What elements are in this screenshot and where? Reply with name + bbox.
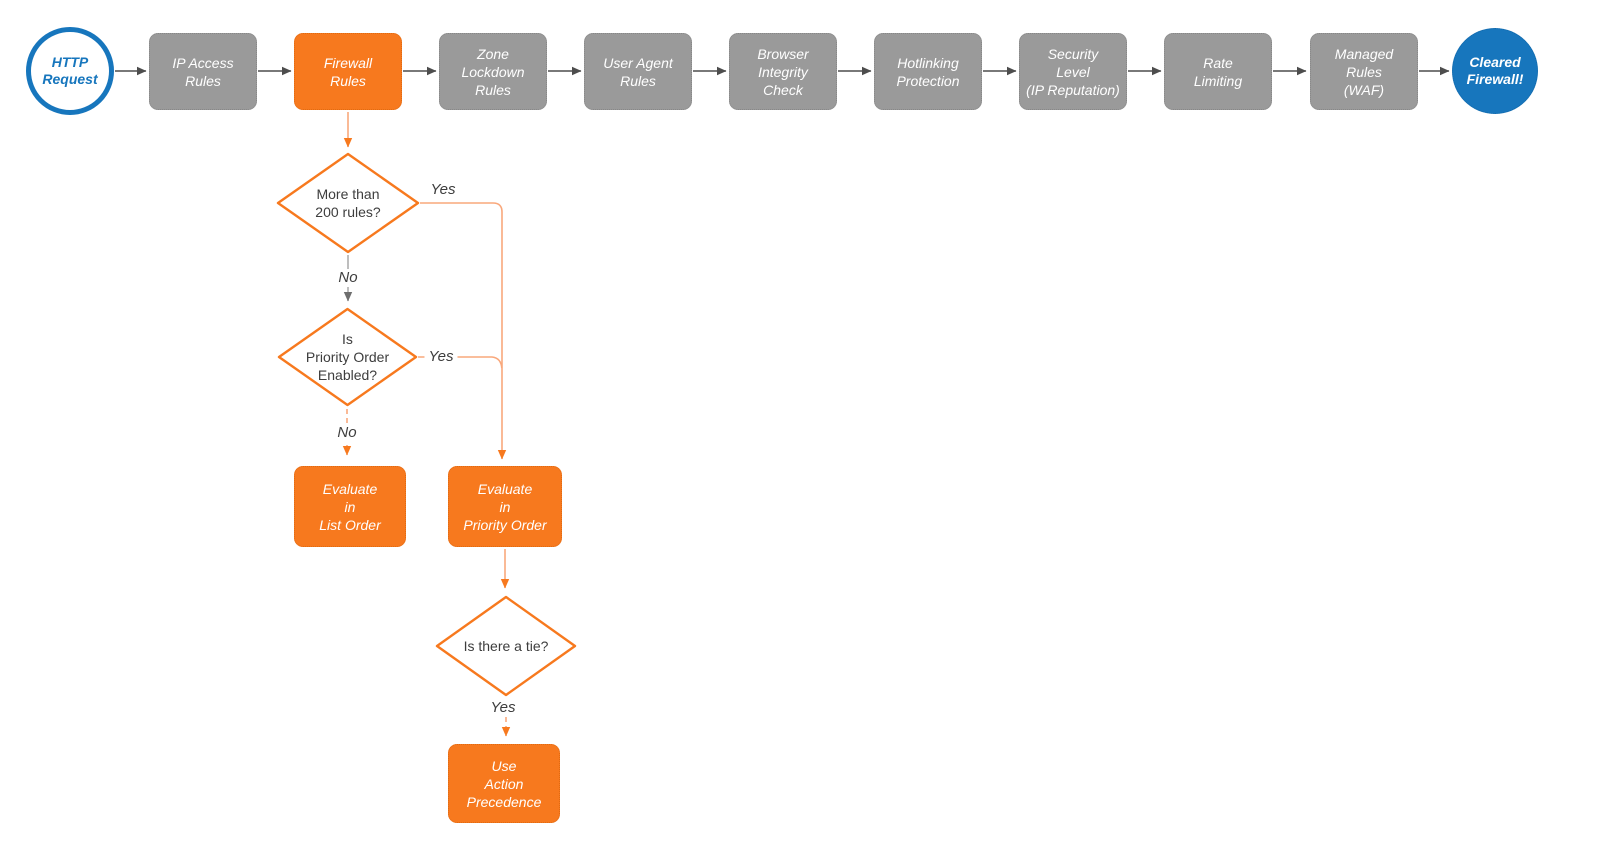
edge-label-tie-yes: Yes — [486, 699, 520, 717]
end-node-cleared-firewall: Cleared Firewall! — [1452, 28, 1538, 114]
process-ip-access-rules: IP Access Rules — [149, 33, 257, 110]
edge-label-priority-no: No — [333, 424, 361, 442]
decision-priority-order-enabled: Is Priority Order Enabled? — [277, 307, 418, 407]
diamond-icon — [435, 595, 577, 697]
action-evaluate-in-list-order: Evaluate in List Order — [294, 466, 406, 547]
decision-label: Is Priority Order Enabled? — [305, 331, 390, 383]
diamond-icon — [277, 307, 418, 407]
edge-label-rules-yes: Yes — [426, 181, 460, 199]
process-firewall-rules: Firewall Rules — [294, 33, 402, 110]
decision-label: Is there a tie? — [463, 638, 549, 654]
diamond-icon — [276, 152, 420, 254]
decision-label: More than 200 rules? — [315, 186, 381, 220]
decision-more-than-200-rules: More than 200 rules? — [276, 152, 420, 254]
process-browser-integrity-check: Browser Integrity Check — [729, 33, 837, 110]
start-node-http-request: HTTP Request — [26, 27, 114, 115]
edge-label-rules-no: No — [334, 269, 362, 287]
action-use-action-precedence: Use Action Precedence — [448, 744, 560, 823]
process-zone-lockdown-rules: Zone Lockdown Rules — [439, 33, 547, 110]
process-rate-limiting: Rate Limiting — [1164, 33, 1272, 110]
process-security-level: Security Level (IP Reputation) — [1019, 33, 1127, 110]
process-hotlinking-protection: Hotlinking Protection — [874, 33, 982, 110]
process-managed-rules-waf: Managed Rules (WAF) — [1310, 33, 1418, 110]
action-evaluate-in-priority-order: Evaluate in Priority Order — [448, 466, 562, 547]
edge-label-priority-yes: Yes — [424, 348, 458, 366]
decision-is-there-a-tie: Is there a tie? — [435, 595, 577, 697]
process-user-agent-rules: User Agent Rules — [584, 33, 692, 110]
